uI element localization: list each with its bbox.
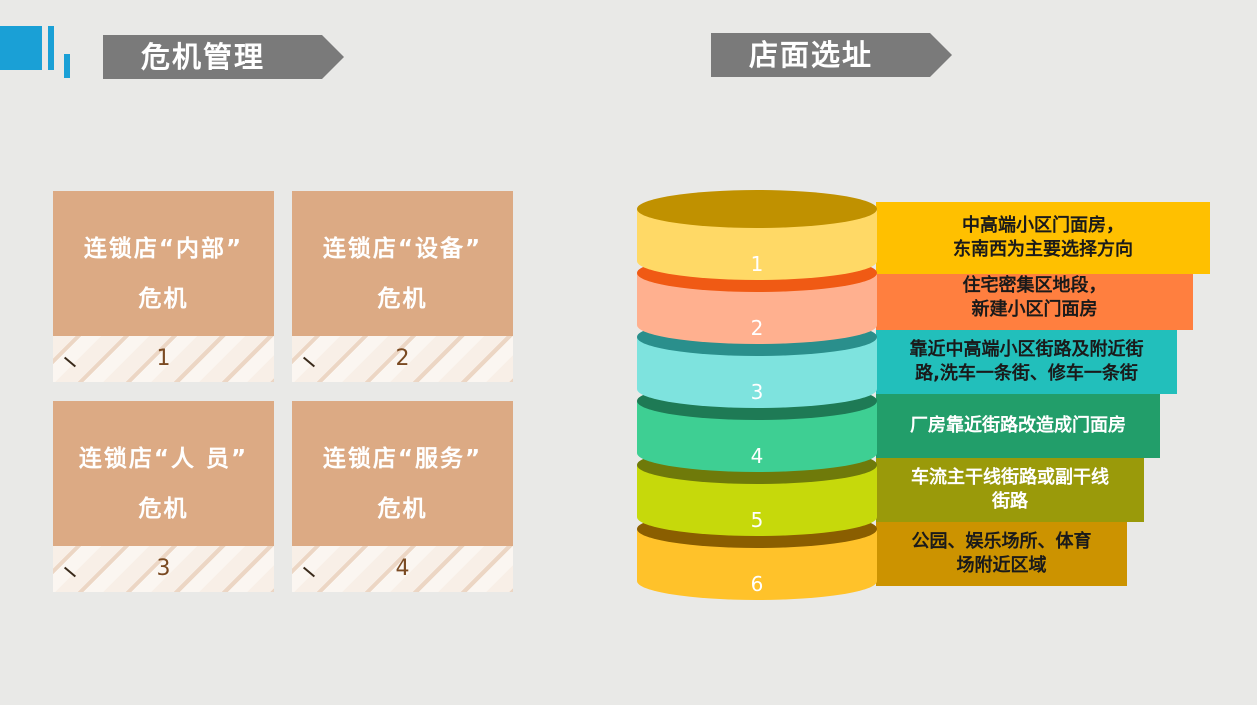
location-label-box-1: 中高端小区门面房， 东南西为主要选择方向 xyxy=(876,202,1210,274)
cylinder-layer-6-number: 6 xyxy=(751,572,764,596)
card-number: 1 xyxy=(156,346,171,371)
cylinder-layer-3-body xyxy=(637,337,877,408)
card-bottom-strip xyxy=(292,546,513,592)
location-label-box-2: 住宅密集区地段， 新建小区门面房 xyxy=(876,266,1193,330)
card-title-line1: 连锁店“内部” xyxy=(83,236,244,262)
left-section-header: 危机管理 xyxy=(103,35,344,79)
location-label-box-6: 公园、娱乐场所、体育 场附近区域 xyxy=(876,522,1127,586)
location-label-text: 公园、娱乐场所、体育 场附近区域 xyxy=(911,531,1092,576)
crisis-card-4: 连锁店“服务” 危机 4 xyxy=(292,401,513,592)
card-bottom-strip xyxy=(53,546,274,592)
card-bottom-strip xyxy=(292,336,513,382)
card-title-line1: 连锁店“人 员” xyxy=(78,446,249,472)
card-title-line2: 危机 xyxy=(138,496,189,522)
card-top-panel xyxy=(292,401,513,546)
location-label-text: 厂房靠近街路改造成门面房 xyxy=(910,415,1126,436)
cylinder-layer-6-body xyxy=(637,529,877,600)
cylinder-layer-3-number: 3 xyxy=(751,380,764,404)
card-number: 3 xyxy=(156,556,171,581)
location-label-box-4: 厂房靠近街路改造成门面房 xyxy=(876,394,1160,458)
card-bottom-strip xyxy=(53,336,274,382)
card-top-panel xyxy=(53,191,274,336)
location-label-text: 中高端小区门面房， 东南西为主要选择方向 xyxy=(953,215,1133,260)
cylinder-layer-5-body xyxy=(637,465,877,536)
location-label-text: 车流主干线街路或副干线 街路 xyxy=(911,467,1109,512)
decor-bar-large xyxy=(0,26,42,70)
card-title-line1: 连锁店“服务” xyxy=(322,446,483,472)
cylinder-layer-2-number: 2 xyxy=(751,316,764,340)
card-title-line2: 危机 xyxy=(377,286,428,312)
cylinder-layer-4-number: 4 xyxy=(751,444,764,468)
cylinder-layer-1-top xyxy=(637,190,877,228)
card-title-line1: 连锁店“设备” xyxy=(322,236,483,262)
header-arrow-shape xyxy=(711,33,952,77)
crisis-card-2: 连锁店“设备” 危机 2 xyxy=(292,191,513,382)
location-label-box-3: 靠近中高端小区街路及附近街 路,洗车一条街、修车一条街 xyxy=(876,330,1177,394)
card-number: 2 xyxy=(395,346,410,371)
cylinder-layer-5-number: 5 xyxy=(751,508,764,532)
decor-bar-mid xyxy=(48,26,54,70)
cylinder-layer-1-number: 1 xyxy=(751,252,764,276)
cylinder-layer-1-body xyxy=(637,209,877,280)
right-section-header: 店面选址 xyxy=(711,33,952,77)
crisis-card-3: 连锁店“人 员” 危机 3 xyxy=(53,401,274,592)
card-number: 4 xyxy=(395,556,410,581)
left-section-title: 危机管理 xyxy=(140,40,265,74)
crisis-card-1: 连锁店“内部” 危机 1 xyxy=(53,191,274,382)
cylinder-layer-4-body xyxy=(637,401,877,472)
card-title-line2: 危机 xyxy=(138,286,189,312)
right-section-title: 店面选址 xyxy=(748,38,873,72)
card-top-panel xyxy=(292,191,513,336)
card-top-panel xyxy=(53,401,274,546)
decor-bar-small xyxy=(64,54,70,78)
cylinder-layer-2-body xyxy=(637,273,877,344)
card-title-line2: 危机 xyxy=(377,496,428,522)
location-label-text: 靠近中高端小区街路及附近街 路,洗车一条街、修车一条街 xyxy=(909,339,1144,384)
header-arrow-shape xyxy=(103,35,344,79)
location-label-text: 住宅密集区地段， 新建小区门面房 xyxy=(962,275,1107,320)
location-label-box-5: 车流主干线街路或副干线 街路 xyxy=(876,458,1144,522)
